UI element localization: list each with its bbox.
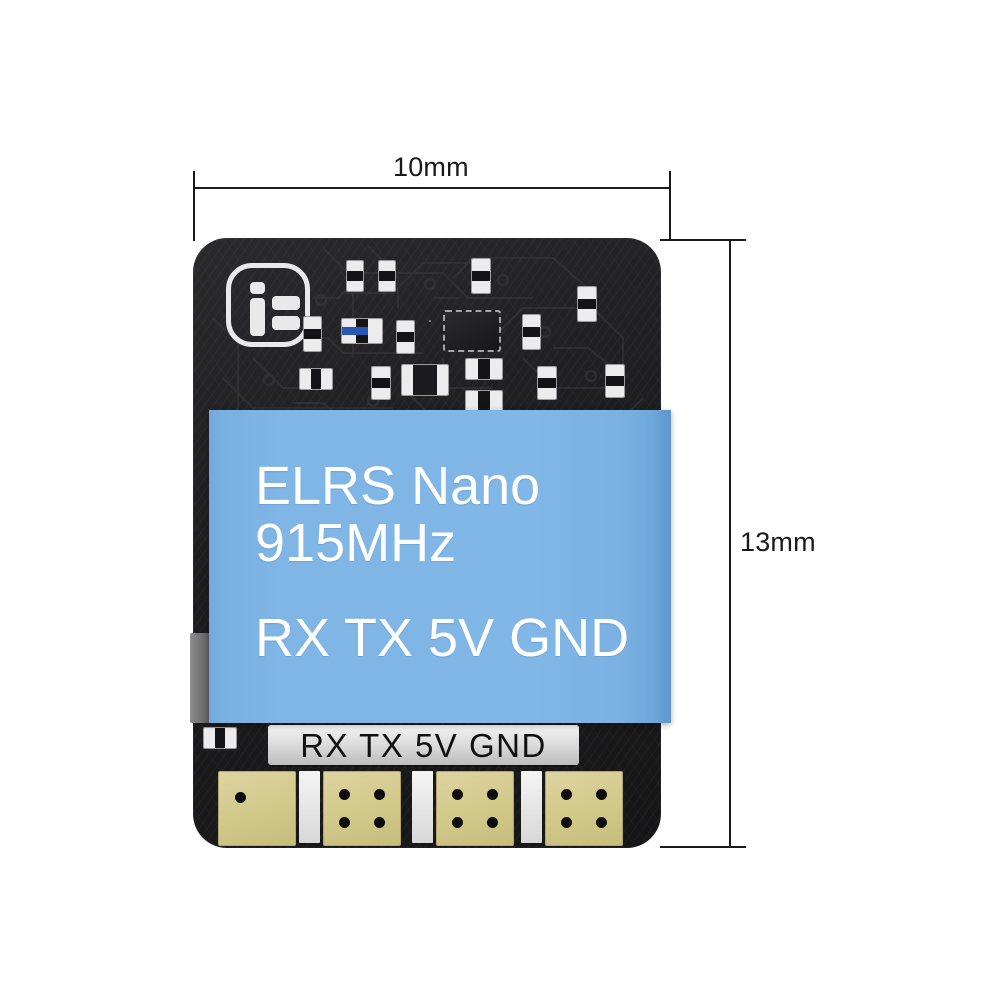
width-dimension-label: 10mm [393, 152, 469, 182]
solder-pad-5v[interactable] [436, 771, 514, 846]
smd-resistor [522, 314, 541, 350]
pad-gap [521, 771, 542, 843]
smd-resistor [396, 320, 415, 354]
antenna-connector-tab [190, 633, 210, 723]
width-extension-line-left [193, 171, 195, 241]
pad-gap [299, 771, 320, 843]
smd-capacitor [401, 364, 449, 396]
smd-spacer [429, 320, 431, 322]
silkscreen-text: RX TX 5V GND [300, 726, 547, 764]
height-extension-line-bottom [660, 846, 746, 848]
solder-pad-tx[interactable] [323, 771, 401, 846]
logo-bar-lower [272, 316, 300, 330]
smd-resistor [346, 260, 364, 292]
logo-dot [250, 282, 265, 294]
product-sticker-label: ELRS Nano 915MHz RX TX 5V GND [209, 410, 671, 723]
width-extension-line-right [669, 171, 671, 241]
logo-stem [250, 298, 265, 336]
sticker-pinout-text: RX TX 5V GND [255, 608, 630, 668]
height-extension-line-top [660, 239, 746, 241]
sticker-model-text: ELRS Nano 915MHz [255, 456, 541, 574]
smd-resistor [378, 260, 396, 292]
silkscreen-pin-labels: RX TX 5V GND [268, 725, 579, 765]
smd-led [371, 366, 391, 400]
ic-chip [443, 310, 501, 352]
solder-pad-gnd[interactable] [545, 771, 623, 846]
smd-resistor [299, 368, 333, 390]
smd-resistor [465, 358, 503, 380]
height-dimension-label: 13mm [740, 527, 816, 557]
smd-resistor [465, 390, 503, 412]
iflight-logo [226, 263, 310, 347]
smd-resistor [605, 364, 625, 398]
smd-resistor [577, 286, 597, 322]
height-dimension-line [729, 239, 731, 848]
smd-resistor [471, 258, 491, 294]
smd-inductor [341, 318, 383, 344]
solder-pad-rx[interactable] [218, 771, 296, 846]
width-dimension-line [193, 187, 671, 189]
smd-resistor [303, 316, 322, 352]
smd-resistor [203, 727, 237, 749]
pad-gap [412, 771, 433, 843]
logo-bar-upper [272, 296, 300, 310]
smd-resistor [537, 366, 557, 400]
